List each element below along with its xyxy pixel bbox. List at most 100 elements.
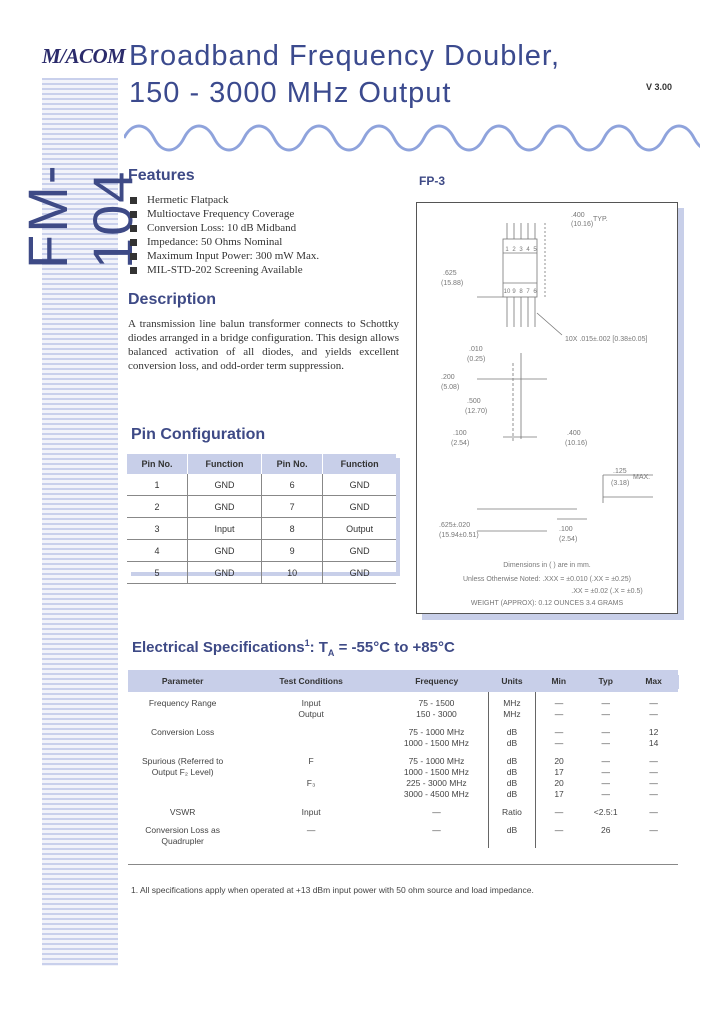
table-cell: Spurious (Referred to Output F₂ Level) [142, 756, 224, 777]
column-header: Max [629, 670, 678, 692]
table-cell: Input Output [298, 698, 324, 719]
decorative-wave [124, 124, 700, 152]
package-outline-svg: .400 (10.16) TYP. .625 (15.88) 10X .015±… [439, 212, 653, 607]
table-cell: 10 [261, 561, 324, 584]
decorative-stripe [42, 78, 118, 966]
table-cell: — [306, 825, 316, 835]
table-cell: 26 [600, 825, 611, 835]
bullet-icon [130, 196, 137, 204]
table-cell: 20 17 20 17 [554, 756, 564, 799]
feature-item: MIL-STD-202 Screening Available [130, 263, 319, 277]
pin-number-label: 10 [504, 289, 511, 295]
table-cell: 3 [127, 517, 188, 540]
description-heading: Description [128, 291, 217, 308]
pin-number-label: 3 [519, 247, 523, 253]
dim-label: (0.25) [467, 356, 485, 363]
column-header: Min [535, 670, 583, 692]
table-row: Spurious (Referred to Output F₂ Level) F … [128, 750, 678, 801]
column-header: Units [488, 670, 536, 692]
table-cell: — — [649, 698, 658, 719]
table-cell: Output [322, 517, 396, 540]
column-header: Pin No. [127, 454, 188, 474]
pin-number-label: 4 [526, 247, 530, 253]
dim-label: (10.16) [571, 221, 593, 228]
pin-number-label: 9 [512, 289, 516, 295]
dim-label: (12.70) [465, 408, 487, 415]
table-cell: 75 - 1000 MHz 1000 - 1500 MHz [403, 727, 470, 748]
page-title-line2: 150 - 3000 MHz Output [129, 77, 452, 109]
table-cell [237, 721, 385, 750]
table-cell: <2.5:1 [593, 807, 618, 817]
dim-label: (2.54) [559, 536, 577, 543]
table-cell: dB dB [487, 721, 536, 750]
table-cell: 12 14 [648, 727, 659, 748]
pin-config-heading: Pin Configuration [131, 426, 266, 443]
dim-label: (3.18) [611, 480, 629, 487]
bullet-icon [130, 266, 137, 274]
table-cell: — [554, 807, 564, 817]
table-cell: — [649, 825, 658, 835]
column-header: Parameter [128, 670, 238, 692]
dim-label: .625 [443, 270, 457, 277]
dim-label: .400 [567, 430, 581, 437]
table-cell: GND [187, 474, 262, 496]
table-cell: 1 [127, 474, 188, 496]
table-cell: 7 [261, 495, 324, 518]
dim-label: .400 [571, 212, 585, 219]
dim-label: (15.88) [441, 280, 463, 287]
table-cell: 6 [261, 474, 324, 496]
dim-label: .625±.020 [439, 522, 470, 529]
dim-label: (10.16) [565, 440, 587, 447]
table-cell: GND [322, 561, 396, 584]
footnote: 1. All specifications apply when operate… [131, 885, 534, 895]
table-cell: 4 [127, 539, 188, 562]
bullet-icon [130, 252, 137, 260]
table-cell: F F₃ [306, 756, 316, 788]
table-cell: dB [487, 819, 536, 848]
pin-number-label: 8 [519, 289, 523, 295]
electrical-specs-heading: Electrical Specifications1: TA = -55°C t… [132, 638, 455, 658]
feature-item: Multioctave Frequency Coverage [130, 207, 319, 221]
dim-label: (15.94±0.51) [439, 532, 479, 539]
description-text: A transmission line balun transformer co… [128, 318, 399, 372]
column-header: Typ [582, 670, 630, 692]
table-cell: — — — — [649, 756, 658, 799]
table-cell: GND [187, 495, 262, 518]
table-cell: Conversion Loss as Quadrupler [145, 825, 220, 846]
table-cell: 75 - 1500 150 - 3000 [416, 698, 457, 719]
table-cell: Ratio [487, 801, 536, 819]
table-cell: — [432, 807, 441, 817]
package-label: FP-3 [419, 174, 446, 188]
bullet-icon [130, 238, 137, 246]
table-cell: 75 - 1000 MHz 1000 - 1500 MHz 225 - 3000… [403, 756, 470, 799]
table-cell: GND [322, 539, 396, 562]
dim-label: .100 [453, 430, 467, 437]
column-header: Pin No. [261, 454, 324, 474]
feature-item: Maximum Input Power: 300 mW Max. [130, 249, 319, 263]
table-cell: GND [322, 474, 396, 496]
table-cell: 5 [127, 561, 188, 584]
table-cell: 8 [261, 517, 324, 540]
table-cell: MHz MHz [487, 692, 536, 721]
features-list: Hermetic Flatpack Multioctave Frequency … [130, 193, 319, 277]
bullet-icon [130, 224, 137, 232]
dim-label: TYP. [593, 216, 608, 223]
company-logo: M/ACOM [42, 44, 126, 68]
table-header-row: Pin No. Function Pin No. Function [127, 454, 396, 474]
features-heading: Features [128, 167, 195, 184]
package-drawing: .400 (10.16) TYP. .625 (15.88) 10X .015±… [416, 202, 678, 614]
feature-item: Hermetic Flatpack [130, 193, 319, 207]
drawing-note: WEIGHT (APPROX): 0.12 OUNCES 3.4 GRAMS [471, 600, 624, 607]
table-cell: GND [322, 495, 396, 518]
pin-number-label: 1 [505, 247, 509, 253]
dim-label: (5.08) [441, 384, 459, 391]
